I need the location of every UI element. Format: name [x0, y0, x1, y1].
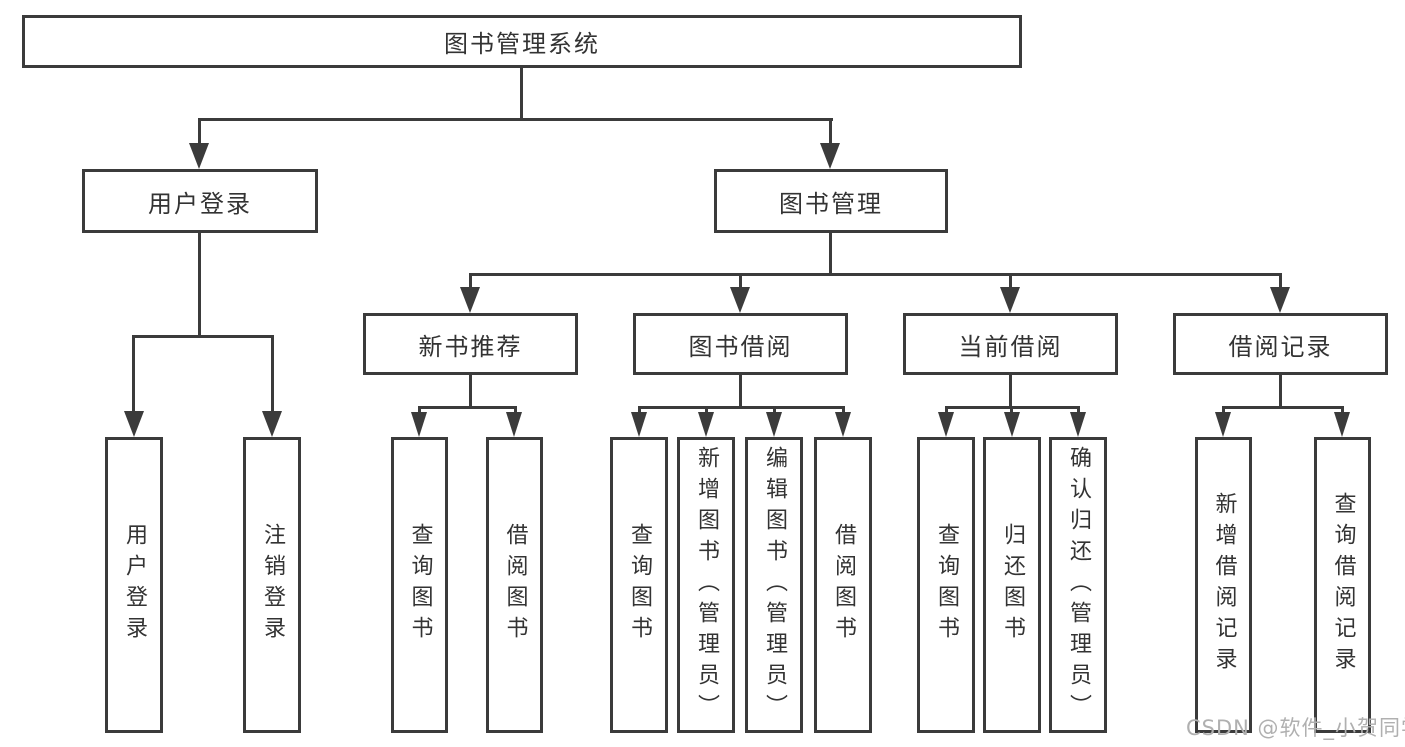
- arrow-down-icon: [506, 412, 522, 437]
- leaf-user-login: 用户登录: [105, 437, 163, 733]
- arrow-down-icon: [698, 412, 714, 437]
- arrow-down-icon: [1334, 412, 1350, 437]
- connector-current-drop-1: [945, 406, 948, 416]
- leaf-add-books-admin: 新增图书（管理员）: [677, 437, 735, 733]
- connector-recommend-hbar: [418, 406, 517, 409]
- node-book-borrowing-label: 图书借阅: [688, 332, 793, 361]
- connector-bookmgmt-drop-3: [1009, 273, 1012, 293]
- leaf-borrow-books-recommend: 借阅图书: [486, 437, 543, 733]
- arrow-down-icon: [1215, 412, 1231, 437]
- leaf-borrow-books-label: 借阅图书: [831, 523, 856, 647]
- leaf-add-borrow-record: 新增借阅记录: [1195, 437, 1252, 733]
- connector-current-drop-2: [1010, 406, 1013, 416]
- leaf-query-books-borrowing: 查询图书: [610, 437, 668, 733]
- leaf-query-borrow-record-label: 查询借阅记录: [1330, 492, 1356, 678]
- node-root-label: 图书管理系统: [444, 30, 600, 58]
- connector-records-drop-1: [1222, 406, 1225, 416]
- connector-records-drop-2: [1341, 406, 1344, 416]
- connector-current-drop-3: [1077, 406, 1080, 416]
- node-borrowing-records-label: 借阅记录: [1228, 332, 1333, 361]
- leaf-edit-books-admin: 编辑图书（管理员）: [745, 437, 803, 733]
- node-book-borrowing: 图书借阅: [633, 313, 848, 375]
- connector-userlogin-stem: [198, 233, 201, 335]
- node-user-login-label: 用户登录: [148, 189, 252, 218]
- leaf-query-books-recommend-label: 查询图书: [407, 523, 433, 647]
- leaf-edit-books-admin-label: 编辑图书（管理员）: [762, 445, 787, 725]
- connector-userlogin-drop-left: [132, 335, 135, 415]
- leaf-query-books-borrowing-label: 查询图书: [627, 523, 652, 647]
- connector-bookmgmt-stem: [829, 233, 832, 273]
- leaf-borrow-books: 借阅图书: [814, 437, 872, 733]
- connector-root-drop-left: [198, 118, 201, 148]
- node-user-login: 用户登录: [82, 169, 318, 233]
- leaf-query-books-recommend: 查询图书: [391, 437, 448, 733]
- arrow-down-icon: [820, 143, 840, 169]
- node-current-borrowing-label: 当前借阅: [958, 332, 1063, 361]
- arrow-down-icon: [835, 412, 851, 437]
- leaf-return-books: 归还图书: [983, 437, 1041, 733]
- connector-borrowing-drop-2: [705, 406, 708, 416]
- connector-borrowing-drop-3: [773, 406, 776, 416]
- arrow-down-icon: [631, 412, 647, 437]
- node-current-borrowing: 当前借阅: [903, 313, 1118, 375]
- leaf-query-borrow-record: 查询借阅记录: [1314, 437, 1371, 733]
- arrow-down-icon: [124, 411, 144, 437]
- arrow-down-icon: [1270, 287, 1290, 313]
- arrow-down-icon: [411, 412, 427, 437]
- arrow-down-icon: [189, 143, 209, 169]
- connector-borrowing-hbar: [638, 406, 845, 409]
- connector-borrowing-drop-1: [638, 406, 641, 416]
- leaf-logout-label: 注销登录: [260, 523, 285, 647]
- leaf-query-books-current-label: 查询图书: [934, 523, 959, 647]
- arrow-down-icon: [1070, 412, 1086, 437]
- connector-current-stem: [1009, 375, 1012, 407]
- connector-bookmgmt-drop-4: [1279, 273, 1282, 293]
- leaf-return-books-label: 归还图书: [1000, 523, 1025, 647]
- connector-bookmgmt-hbar: [469, 273, 1282, 276]
- connector-recommend-drop-2: [514, 406, 517, 416]
- arrow-down-icon: [766, 412, 782, 437]
- connector-borrowing-drop-4: [842, 406, 845, 416]
- connector-userlogin-hbar: [132, 335, 274, 338]
- connector-root-drop-right: [829, 118, 832, 148]
- leaf-add-borrow-record-label: 新增借阅记录: [1211, 492, 1237, 678]
- arrow-down-icon: [262, 411, 282, 437]
- connector-records-stem: [1279, 375, 1282, 407]
- watermark: CSDN @软件_小贺同学: [1186, 716, 1405, 740]
- node-book-management: 图书管理: [714, 169, 948, 233]
- node-new-book-recommendation-label: 新书推荐: [418, 332, 523, 361]
- leaf-confirm-return-admin-label: 确认归还（管理员）: [1066, 445, 1091, 725]
- leaf-confirm-return-admin: 确认归还（管理员）: [1049, 437, 1107, 733]
- arrow-down-icon: [1004, 412, 1020, 437]
- arrow-down-icon: [938, 412, 954, 437]
- connector-userlogin-drop-right: [271, 335, 274, 415]
- arrow-down-icon: [1000, 287, 1020, 313]
- arrow-down-icon: [730, 287, 750, 313]
- connector-recommend-stem: [469, 375, 472, 407]
- connector-records-hbar: [1222, 406, 1344, 409]
- leaf-user-login-label: 用户登录: [122, 523, 147, 647]
- node-new-book-recommendation: 新书推荐: [363, 313, 578, 375]
- node-borrowing-records: 借阅记录: [1173, 313, 1388, 375]
- connector-bookmgmt-drop-1: [469, 273, 472, 293]
- arrow-down-icon: [460, 287, 480, 313]
- node-root: 图书管理系统: [22, 15, 1022, 68]
- leaf-logout: 注销登录: [243, 437, 301, 733]
- connector-root-hbar: [198, 118, 833, 121]
- leaf-borrow-books-recommend-label: 借阅图书: [502, 523, 528, 647]
- leaf-query-books-current: 查询图书: [917, 437, 975, 733]
- connector-borrowing-stem: [739, 375, 742, 407]
- connector-recommend-drop-1: [418, 406, 421, 416]
- leaf-add-books-admin-label: 新增图书（管理员）: [694, 445, 719, 725]
- connector-root-stem: [520, 68, 523, 118]
- node-book-management-label: 图书管理: [779, 189, 883, 218]
- connector-bookmgmt-drop-2: [739, 273, 742, 293]
